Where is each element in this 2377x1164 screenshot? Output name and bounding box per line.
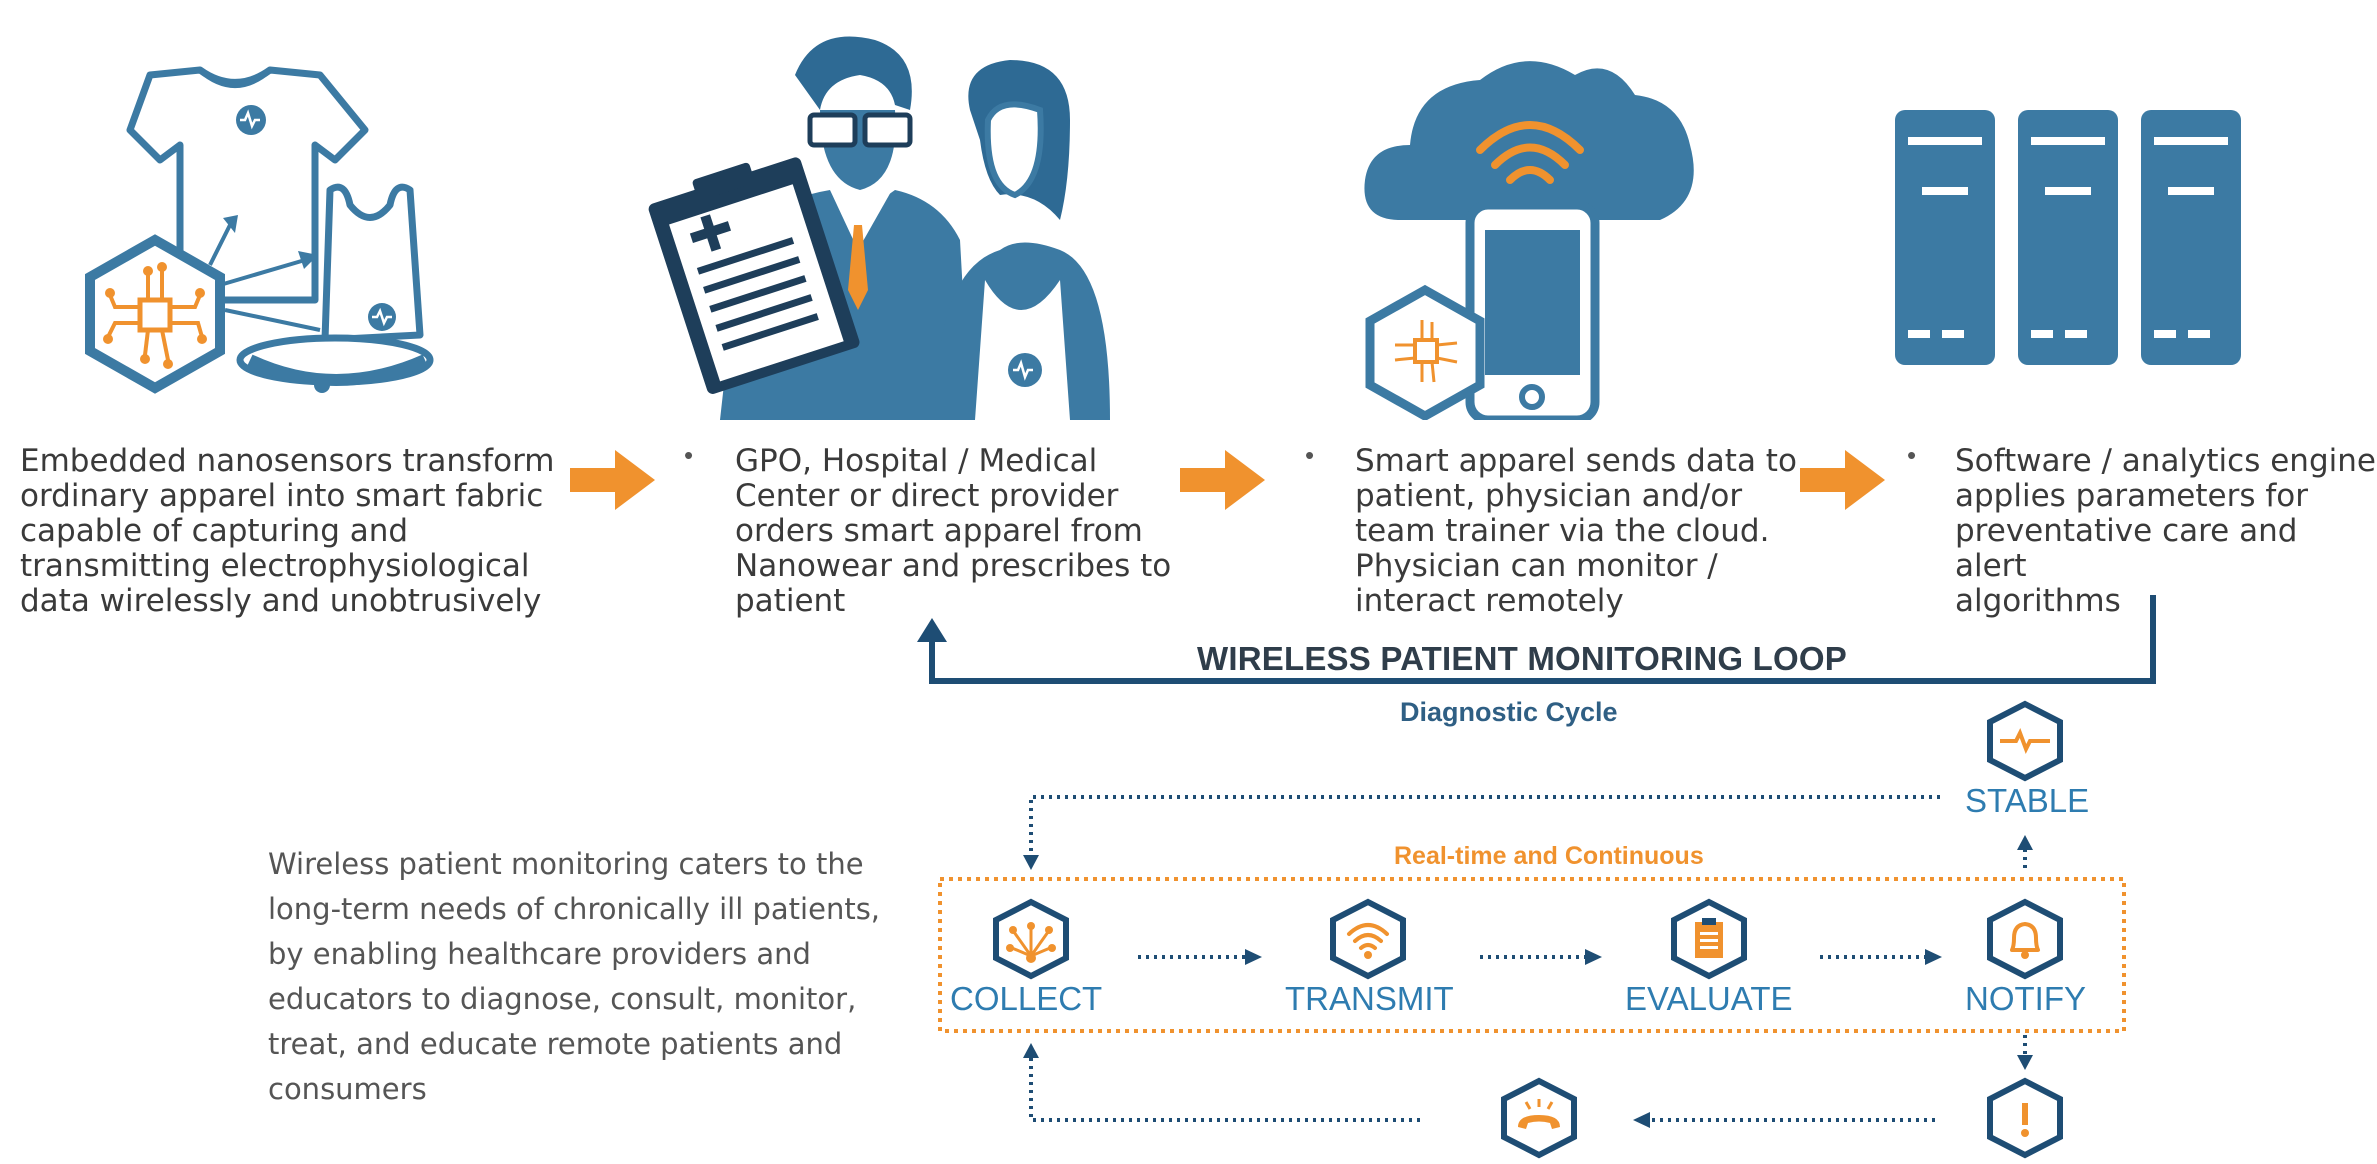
collect-label: COLLECT xyxy=(950,980,1103,1017)
transmit-icon xyxy=(1330,898,1406,980)
physician-patient-icon xyxy=(648,36,1110,420)
notify-label: NOTIFY xyxy=(1965,980,2086,1017)
summary-text: Wireless patient monitoring caters to th… xyxy=(268,847,881,1106)
server-icon xyxy=(1895,110,2241,365)
transmit-label: TRANSMIT xyxy=(1285,980,1454,1017)
evaluate-icon xyxy=(1671,898,1747,980)
smart-apparel-icon xyxy=(85,66,434,394)
bell-icon xyxy=(1987,898,2063,980)
collect-icon xyxy=(993,898,1069,980)
bullet: • xyxy=(684,440,694,470)
evaluate-label: EVALUATE xyxy=(1625,980,1793,1017)
monitoring-loop-line xyxy=(917,595,2156,684)
cloud-phone-icon xyxy=(1364,61,1694,420)
emergency-phone-icon xyxy=(1501,1077,1577,1159)
loop-title: WIRELESS PATIENT MONITORING LOOP xyxy=(1197,640,1847,677)
stable-label: STABLE xyxy=(1965,782,2090,819)
flow-arrow-icon xyxy=(1180,450,1265,510)
bullet: • xyxy=(1907,440,1917,470)
flow-arrow-icon xyxy=(570,450,655,510)
heartbeat-icon xyxy=(1987,700,2063,782)
alert-icon xyxy=(1987,1077,2063,1159)
flow-arrow-icon xyxy=(1800,450,1885,510)
bullet: • xyxy=(1305,440,1315,470)
realtime-label: Real-time and Continuous xyxy=(1394,842,1704,870)
diagnostic-cycle-label: Diagnostic Cycle xyxy=(1400,697,1618,727)
